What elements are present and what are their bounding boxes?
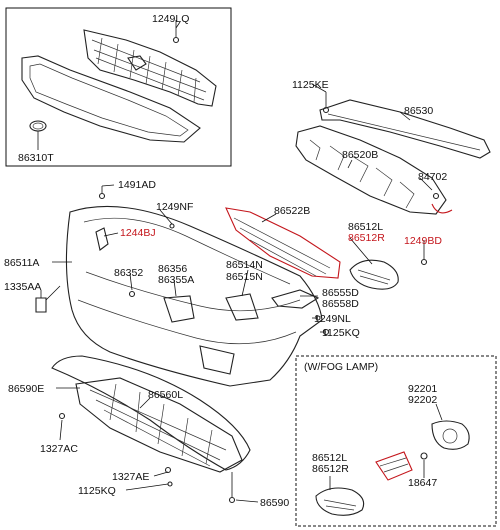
bulb-icon — [420, 452, 428, 460]
label-86512R-b: 86512R — [312, 463, 349, 475]
label-1249NF: 1249NF — [156, 201, 193, 213]
label-1125KE: 1125KE — [292, 79, 329, 91]
label-86355A: 86355A — [158, 274, 194, 286]
screw-icon — [169, 223, 175, 229]
label-18647: 18647 — [408, 477, 437, 489]
bolt-icon — [420, 258, 428, 266]
label-1327AC: 1327AC — [40, 443, 78, 455]
fog-cover-lower — [315, 487, 365, 516]
lower-grille-highlight — [225, 207, 341, 279]
label-86555D: 86555D — [322, 287, 359, 299]
bracket-icon — [163, 295, 195, 323]
label-84702: 84702 — [418, 171, 447, 183]
fog-lamp-cover-right — [349, 259, 399, 290]
under-cover-panel — [75, 377, 243, 473]
fog-lamp-assembly — [431, 420, 470, 450]
bracket-icon — [225, 293, 259, 321]
retainer-icon — [35, 297, 47, 313]
label-86520B: 86520B — [342, 149, 378, 161]
label-1125KQ-b: 1125KQ — [78, 485, 116, 497]
label-86352: 86352 — [114, 267, 143, 279]
bolt-icon — [322, 106, 330, 114]
bumper-beam — [319, 99, 491, 159]
label-86356: 86356 — [158, 263, 187, 275]
label-86522B: 86522B — [274, 205, 310, 217]
label-1335AA: 1335AA — [4, 281, 41, 293]
label-86590: 86590 — [260, 497, 289, 509]
label-86512R-a: 86512R — [348, 232, 385, 244]
label-1491AD: 1491AD — [118, 179, 156, 191]
label-1249LQ: 1249LQ — [152, 13, 189, 25]
fog-lamp-highlight — [375, 451, 413, 481]
label-1249BD: 1249BD — [404, 235, 442, 247]
label-1249NL: 1249NL — [314, 313, 351, 325]
label-86515N: 86515N — [226, 271, 263, 283]
label-fog-lamp-title: (W/FOG LAMP) — [304, 361, 378, 373]
front-bumper-cover — [65, 205, 323, 387]
clip-icon — [164, 466, 172, 474]
label-86514N: 86514N — [226, 259, 263, 271]
label-86511A: 86511A — [4, 257, 39, 269]
bolt-icon — [228, 496, 236, 504]
label-86512L-a: 86512L — [348, 221, 383, 233]
emblem-icon — [29, 120, 47, 132]
screw-icon — [432, 192, 440, 200]
label-86590E: 86590E — [8, 383, 44, 395]
label-92201: 92201 — [408, 383, 437, 395]
screw-icon — [172, 36, 180, 44]
label-86558D: 86558D — [322, 298, 359, 310]
label-86560L: 86560L — [148, 389, 183, 401]
clip-icon — [58, 412, 66, 420]
fastener-icon — [98, 192, 106, 200]
clip-icon — [128, 290, 136, 298]
label-1327AE: 1327AE — [112, 471, 149, 483]
label-86530: 86530 — [404, 105, 433, 117]
clip-highlight — [431, 203, 453, 214]
fog-lamp-inset-box — [295, 355, 497, 527]
radiator-grille-lower-frame — [21, 55, 201, 143]
bracket-icon — [95, 227, 109, 251]
leader-lines — [45, 21, 443, 503]
grille-inset-box — [5, 7, 232, 167]
lower-lip-strip — [51, 355, 251, 471]
label-86512L-b: 86512L — [312, 452, 347, 464]
side-bracket — [271, 289, 320, 309]
label-1125KQ-a: 1125KQ — [322, 327, 360, 339]
radiator-grille-upper — [83, 29, 217, 107]
bumper-absorber — [295, 125, 447, 215]
label-86310T: 86310T — [18, 152, 54, 164]
label-92202: 92202 — [408, 394, 437, 406]
label-1244BJ: 1244BJ — [120, 227, 156, 239]
screw-icon — [167, 481, 173, 487]
